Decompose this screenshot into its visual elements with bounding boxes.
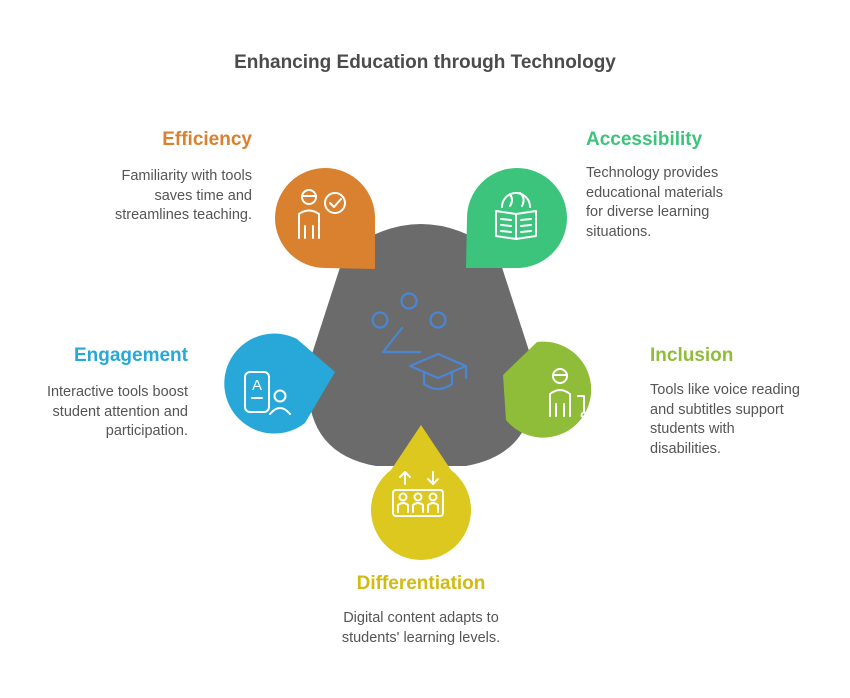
engagement-description-line: participation.	[105, 423, 188, 439]
efficiency-description-line: Familiarity with tools	[121, 168, 252, 184]
students-up-down-arrows-icon	[392, 471, 444, 517]
efficiency-label: Efficiency	[162, 129, 252, 150]
efficiency-description-line: streamlines teaching.	[114, 207, 252, 223]
people-graduation-cap-icon	[371, 292, 468, 391]
engagement-description-line: student attention and	[52, 403, 188, 420]
accessibility-description-line: for diverse learning	[586, 204, 710, 220]
student-document-icon: A	[244, 371, 291, 415]
inclusion-node	[503, 341, 592, 438]
differentiation-description-line: Digital content adapts to	[343, 610, 499, 626]
differentiation-label: Differentiation	[356, 573, 486, 594]
accessibility-label: Accessibility	[586, 129, 703, 150]
svg-text:A: A	[252, 377, 262, 394]
diagram-title: Enhancing Education through Technology	[234, 52, 616, 73]
inclusion-description-line: disabilities.	[650, 440, 721, 457]
inclusion-description: Tools like voice reading and subtitles s…	[650, 381, 800, 459]
differentiation-node	[371, 425, 471, 560]
accessibility-node	[466, 168, 567, 269]
efficiency-node	[275, 167, 376, 269]
accessibility-description: Technology provides educational material…	[586, 164, 723, 242]
differentiation-description: Digital content adapts to students' lear…	[270, 609, 572, 648]
engagement-description: Interactive tools boost student attentio…	[47, 383, 188, 442]
accessibility-description-line: situations.	[586, 223, 652, 240]
inclusion-description-line: Tools like voice reading	[650, 382, 800, 398]
person-checkmark-icon	[298, 189, 346, 239]
inclusion-label: Inclusion	[650, 345, 734, 366]
engagement-description-line: Interactive tools boost	[46, 384, 188, 400]
efficiency-description-line: saves time and	[154, 187, 252, 204]
center-hub	[308, 224, 534, 466]
inclusion-description-line: and subtitles support	[650, 401, 784, 418]
engagement-label: Engagement	[73, 345, 188, 366]
globe-book-icon	[495, 192, 537, 240]
person-with-cane-icon	[549, 368, 588, 419]
efficiency-description: Familiarity with tools saves time and st…	[115, 167, 252, 226]
inclusion-description-line: students with	[650, 421, 735, 437]
accessibility-description-line: Technology provides	[586, 165, 719, 181]
differentiation-description-line: students' learning levels.	[341, 629, 501, 646]
engagement-node: A	[224, 333, 335, 434]
accessibility-description-line: educational materials	[586, 184, 724, 201]
